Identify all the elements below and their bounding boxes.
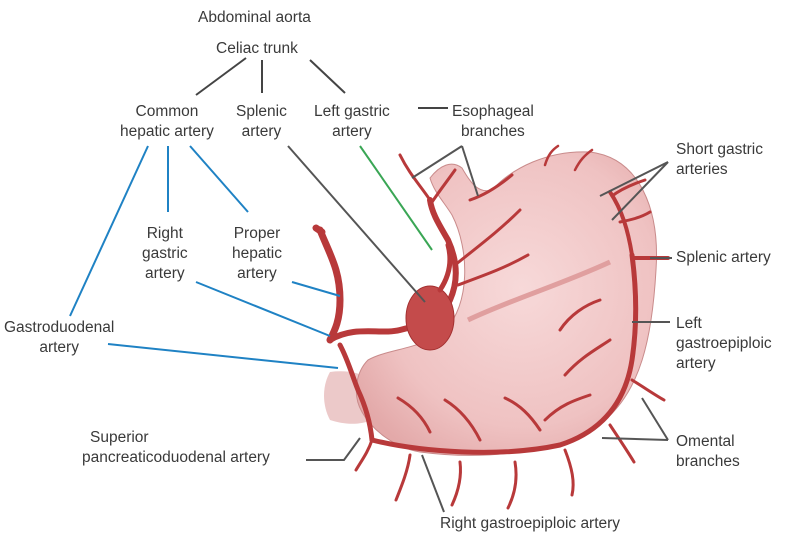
left-gastric-line2: artery (314, 122, 390, 142)
splenic-artery-right-text: Splenic artery (676, 248, 771, 268)
superior-pd-line1: Superior (82, 428, 270, 448)
label-gastroduodenal-artery: Gastroduodenal artery (4, 318, 114, 358)
splenic-top-line1: Splenic (236, 102, 287, 122)
label-esophageal-branches: Esophageal branches (452, 102, 534, 142)
label-proper-hepatic-artery: Proper hepatic artery (232, 224, 282, 284)
label-common-hepatic-artery: Common hepatic artery (120, 102, 214, 142)
right-gastric-line2: gastric (142, 244, 188, 264)
label-abdominal-aorta: Abdominal aorta (198, 8, 311, 28)
label-right-gastric-artery: Right gastric artery (142, 224, 188, 284)
omental-line1: Omental (676, 432, 740, 452)
right-gastric-line1: Right (142, 224, 188, 244)
label-celiac-trunk: Celiac trunk (216, 39, 298, 59)
celiac-trunk-text: Celiac trunk (216, 39, 298, 59)
label-right-gastroepiploic-artery: Right gastroepiploic artery (440, 514, 620, 534)
label-short-gastric-arteries: Short gastric arteries (676, 140, 763, 180)
proper-hepatic-line1: Proper (232, 224, 282, 244)
common-hepatic-line1: Common (120, 102, 214, 122)
abdominal-aorta-text: Abdominal aorta (198, 8, 311, 28)
label-splenic-artery-right: Splenic artery (676, 248, 771, 268)
short-gastric-line1: Short gastric (676, 140, 763, 160)
label-splenic-artery-top: Splenic artery (236, 102, 287, 142)
right-gastroepiploic-text: Right gastroepiploic artery (440, 514, 620, 534)
left-gastroepiploic-line1: Left (676, 314, 772, 334)
gastroduodenal-line2: artery (4, 338, 114, 358)
right-gastric-line3: artery (142, 264, 188, 284)
left-gastric-line1: Left gastric (314, 102, 390, 122)
esophageal-line2: branches (452, 122, 534, 142)
label-superior-pancreaticoduodenal-artery: Superior pancreaticoduodenal artery (82, 428, 270, 468)
label-left-gastroepiploic-artery: Left gastroepiploic artery (676, 314, 772, 374)
left-gastroepiploic-line2: gastroepiploic (676, 334, 772, 354)
common-hepatic-line2: hepatic artery (120, 122, 214, 142)
superior-pd-line2: pancreaticoduodenal artery (82, 448, 270, 468)
label-left-gastric-artery: Left gastric artery (314, 102, 390, 142)
short-gastric-line2: arteries (676, 160, 763, 180)
proper-hepatic-line3: artery (232, 264, 282, 284)
esophageal-line1: Esophageal (452, 102, 534, 122)
label-omental-branches: Omental branches (676, 432, 740, 472)
splenic-top-line2: artery (236, 122, 287, 142)
gastroduodenal-line1: Gastroduodenal (4, 318, 114, 338)
left-gastroepiploic-line3: artery (676, 354, 772, 374)
proper-hepatic-line2: hepatic (232, 244, 282, 264)
omental-line2: branches (676, 452, 740, 472)
